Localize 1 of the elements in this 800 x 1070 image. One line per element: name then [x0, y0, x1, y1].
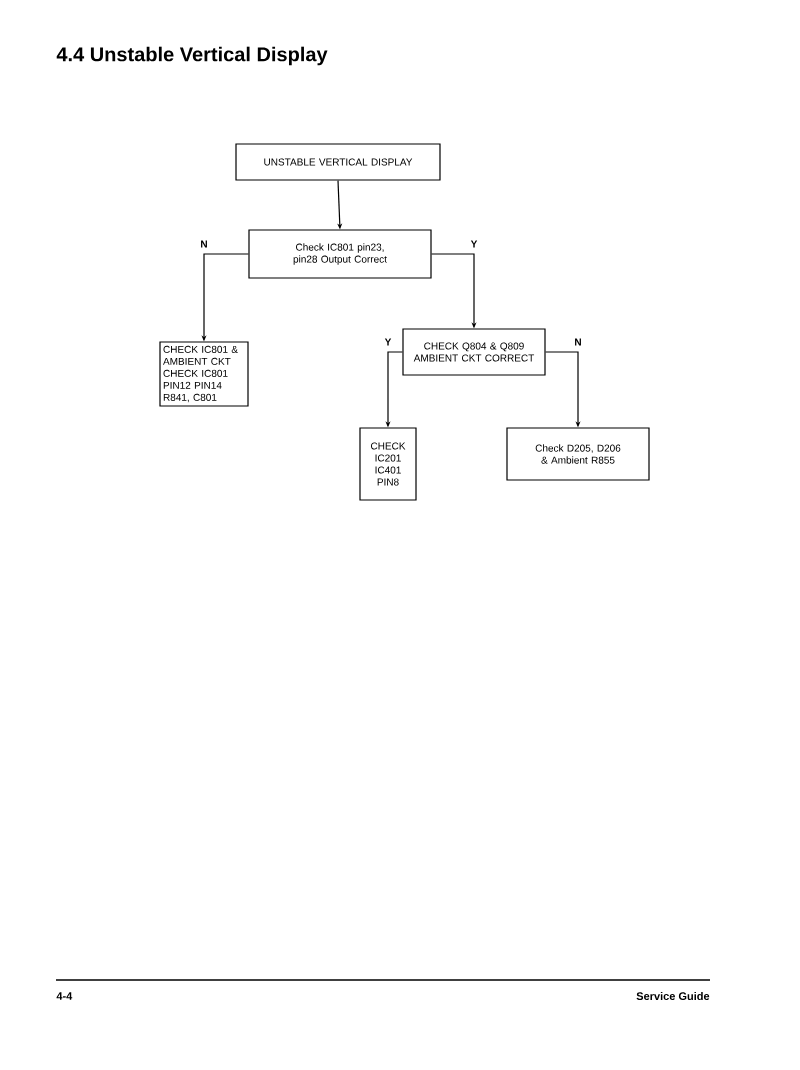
- heading: 4.4 Unstable Vertical Display: [56, 46, 328, 66]
